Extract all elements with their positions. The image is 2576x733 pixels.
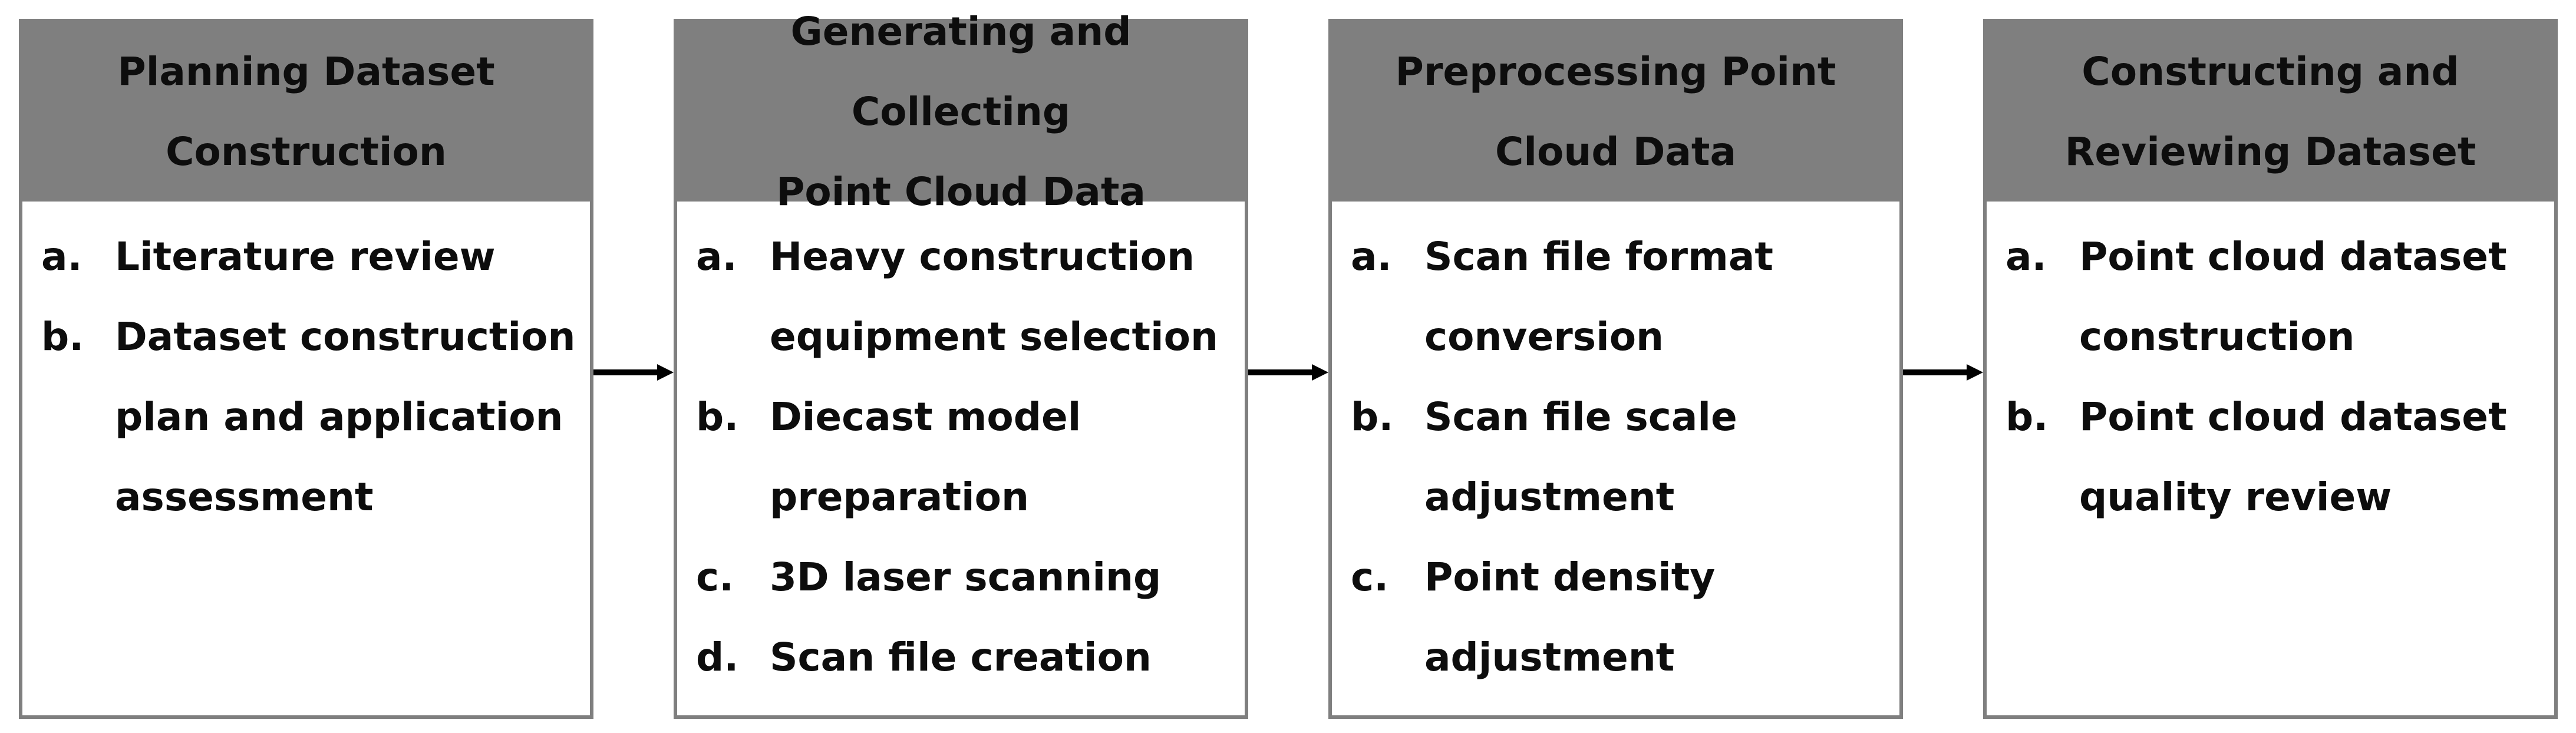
stage-box-preprocessing: Preprocessing Point Cloud Data a. Scan f… (1328, 19, 1903, 719)
task-text: Dataset construction plan and applicatio… (115, 314, 576, 520)
task-text: Scan file scale adjustment (1424, 394, 1737, 520)
flow-arrow-3 (1903, 364, 1983, 381)
task-marker: b. (1351, 394, 1394, 440)
task-marker: a. (41, 234, 83, 279)
arrow-head (1967, 364, 1983, 381)
task-text: Literature review (115, 234, 496, 279)
task-marker: a. (2006, 234, 2047, 279)
stage-task-list: a. Heavy construction equipment selectio… (696, 217, 1239, 698)
stage-box-planning: Planning Dataset Construction a. Literat… (19, 19, 593, 719)
stage-title: Constructing and Reviewing Dataset (2064, 49, 2476, 174)
stage-task-list: a. Literature review b. Dataset construc… (41, 217, 584, 537)
task-text: Scan file format conversion (1424, 234, 1773, 359)
task-item: d. Scan file creation (696, 618, 1239, 698)
stage-task-list: a. Scan file format conversion b. Scan f… (1351, 217, 1894, 698)
task-item: c. Point density adjustment (1351, 537, 1894, 698)
task-text: Point cloud dataset quality review (2079, 394, 2507, 520)
stage-box-constructing: Constructing and Reviewing Dataset a. Po… (1983, 19, 2558, 719)
task-text: Point density adjustment (1424, 554, 1716, 680)
task-item: a. Point cloud dataset construction (2006, 217, 2548, 377)
task-item: c. 3D laser scanning (696, 537, 1239, 618)
task-item: b. Diecast model preparation (696, 377, 1239, 537)
stage-title: Generating and Collecting Point Cloud Da… (776, 9, 1146, 214)
task-text: Point cloud dataset construction (2079, 234, 2507, 359)
task-marker: b. (2006, 394, 2049, 440)
task-item: a. Scan file format conversion (1351, 217, 1894, 377)
task-item: b. Point cloud dataset quality review (2006, 377, 2548, 537)
task-marker: c. (1351, 554, 1389, 600)
task-text: Heavy construction equipment selection (770, 234, 1218, 359)
task-item: b. Dataset construction plan and applica… (41, 297, 584, 537)
task-marker: b. (696, 394, 739, 440)
stage-box-generating: Generating and Collecting Point Cloud Da… (674, 9, 1248, 719)
stage-title: Planning Dataset Construction (117, 49, 495, 174)
stage-header: Generating and Collecting Point Cloud Da… (677, 9, 1245, 214)
task-item: a. Heavy construction equipment selectio… (696, 217, 1239, 377)
task-marker: c. (696, 554, 734, 600)
task-text: Diecast model preparation (770, 394, 1081, 520)
arrow-head (657, 364, 674, 381)
flow-arrow-1 (593, 364, 674, 381)
stage-header: Planning Dataset Construction (22, 22, 590, 202)
task-item: b. Scan file scale adjustment (1351, 377, 1894, 537)
stage-header: Constructing and Reviewing Dataset (1987, 22, 2554, 202)
arrow-head (1312, 364, 1328, 381)
stage-header: Preprocessing Point Cloud Data (1332, 22, 1899, 202)
task-marker: a. (696, 234, 737, 279)
flow-arrow-2 (1248, 364, 1328, 381)
task-marker: b. (41, 314, 84, 359)
task-item: a. Literature review (41, 217, 584, 297)
task-text: Scan file creation (770, 635, 1152, 680)
task-marker: d. (696, 635, 739, 680)
stage-title: Preprocessing Point Cloud Data (1395, 49, 1836, 174)
stage-task-list: a. Point cloud dataset construction b. P… (2006, 217, 2548, 537)
task-marker: a. (1351, 234, 1392, 279)
task-text: 3D laser scanning (770, 554, 1162, 600)
